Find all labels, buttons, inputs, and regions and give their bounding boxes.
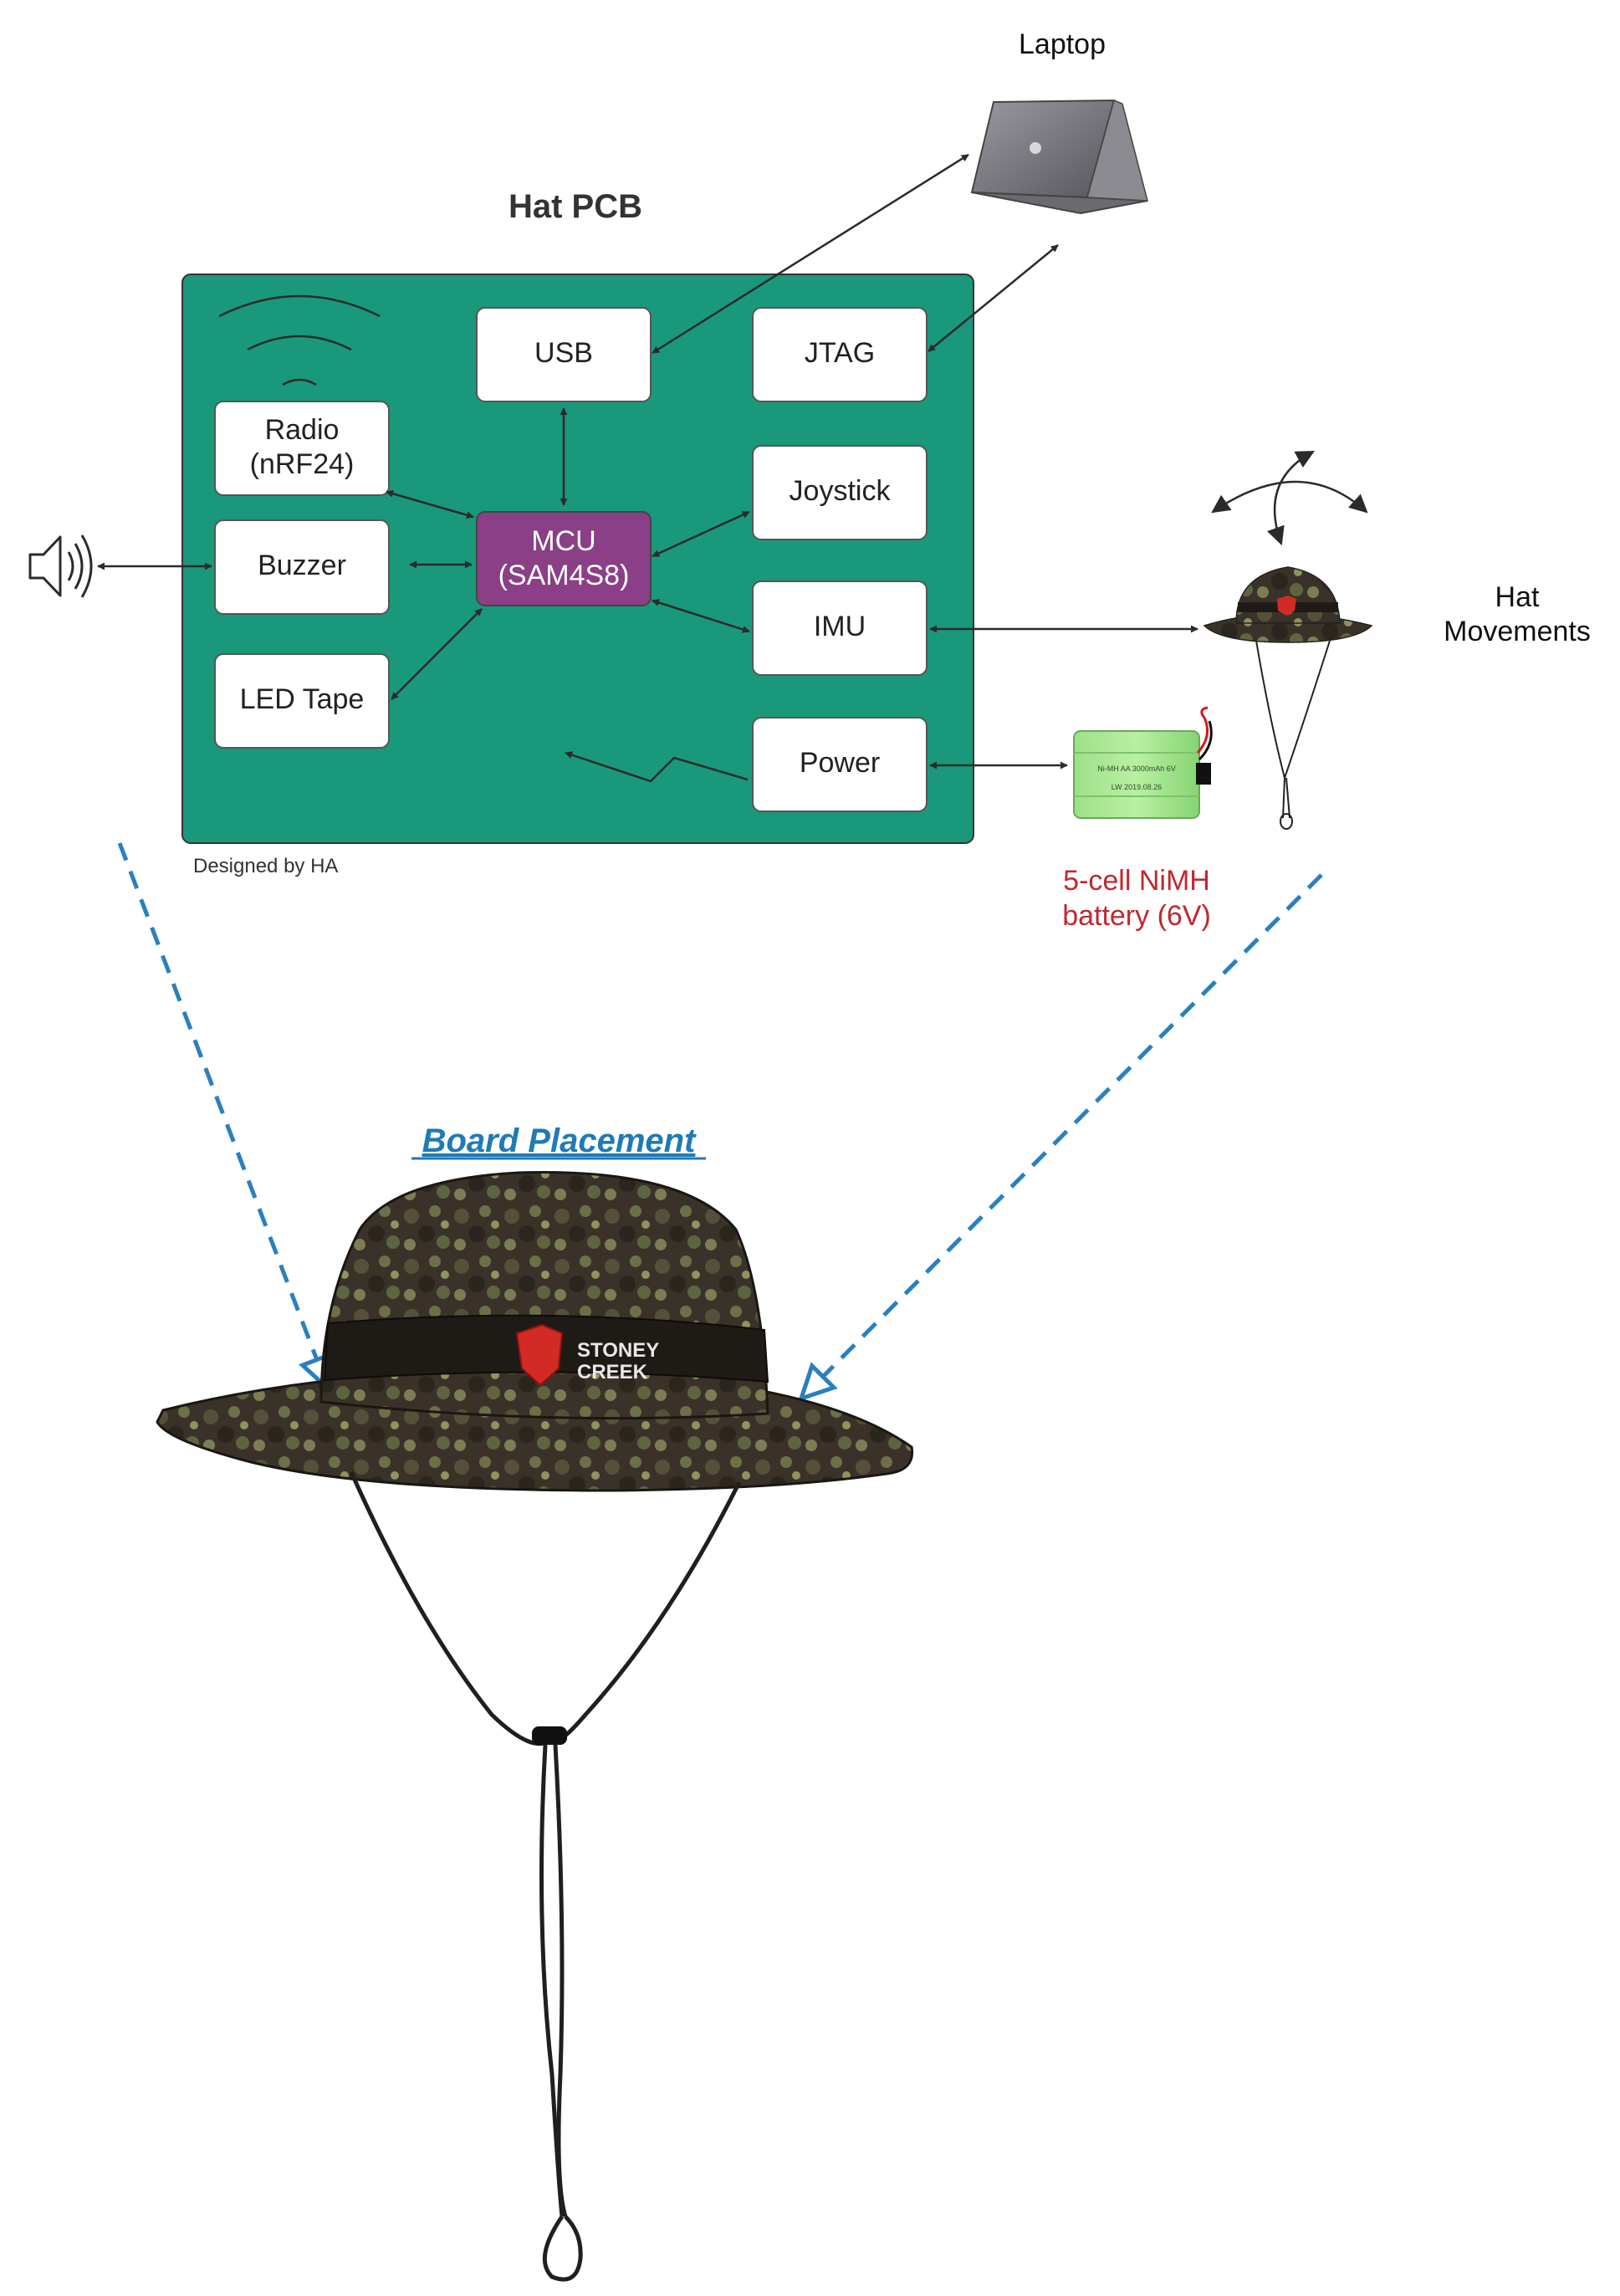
- usb-laptop-arrow: [652, 153, 969, 355]
- mcu-label-line2: (SAM4S8): [498, 560, 630, 591]
- speaker-icon: [28, 534, 93, 598]
- hat-photo: STONEY CREEK: [156, 1171, 914, 2282]
- led-mcu-arrow: [391, 608, 483, 700]
- laptop-label: Laptop: [1019, 28, 1106, 60]
- board-placement-title: Board Placement: [422, 1122, 697, 1159]
- joystick-label: Joystick: [790, 475, 892, 507]
- laptop-icon: [970, 99, 1148, 215]
- designer-credit: Designed by HA: [193, 855, 338, 877]
- radio-waves-icon: [218, 294, 381, 386]
- joystick-block: Joystick: [752, 445, 928, 540]
- hat-movements-label-line2: Movements: [1444, 616, 1591, 647]
- battery-label-line2: battery (6V): [1062, 900, 1211, 932]
- hat-brand-logo: STONEY CREEK: [515, 1323, 659, 1387]
- radio-mcu-arrow: [386, 489, 474, 519]
- led-tape-label: LED Tape: [240, 683, 365, 715]
- usb-label: USB: [534, 337, 593, 369]
- hat-brand-line2: CREEK: [577, 1361, 648, 1383]
- radio-label-line2: (nRF24): [250, 448, 355, 480]
- imu-label: IMU: [814, 611, 866, 642]
- power-zigzag-arrow: [565, 751, 749, 783]
- battery-sticker-line1: Ni-MH AA 3000mAh 6V: [1097, 764, 1176, 773]
- hat-brand-line1: STONEY: [577, 1339, 659, 1362]
- hat-movements-label-line1: Hat: [1495, 581, 1540, 613]
- battery-icon: Ni-MH AA 3000mAh 6V LW 2019.08.26: [1073, 706, 1213, 819]
- board-placement-right-arrow: [801, 873, 1323, 1399]
- led-tape-block: LED Tape: [214, 653, 390, 749]
- rotation-arrows-icon: [1211, 450, 1368, 546]
- mcu-block: MCU (SAM4S8): [476, 511, 652, 606]
- buzzer-label: Buzzer: [258, 550, 346, 581]
- board-placement-left-arrow: [117, 842, 328, 1388]
- jtag-laptop-arrow: [928, 244, 1059, 352]
- mcu-label-line1: MCU: [531, 525, 595, 557]
- buzzer-block: Buzzer: [214, 519, 390, 615]
- mcu-imu-arrow: [652, 599, 750, 633]
- power-block: Power: [752, 717, 928, 812]
- jtag-label: JTAG: [805, 337, 875, 369]
- radio-label-line1: Radio: [265, 414, 340, 446]
- battery-sticker-line2: LW 2019.08.26: [1112, 783, 1162, 791]
- cord-toggle: [532, 1726, 567, 1745]
- usb-block: USB: [476, 307, 652, 402]
- board-title: Hat PCB: [508, 188, 642, 225]
- mcu-joystick-arrow: [652, 510, 750, 558]
- jtag-block: JTAG: [752, 307, 928, 402]
- imu-block: IMU: [752, 580, 928, 676]
- radio-block: Radio (nRF24): [214, 401, 390, 496]
- power-label: Power: [800, 747, 880, 779]
- hat-icon: [1203, 566, 1373, 830]
- battery-label-line1: 5-cell NiMH: [1063, 865, 1210, 897]
